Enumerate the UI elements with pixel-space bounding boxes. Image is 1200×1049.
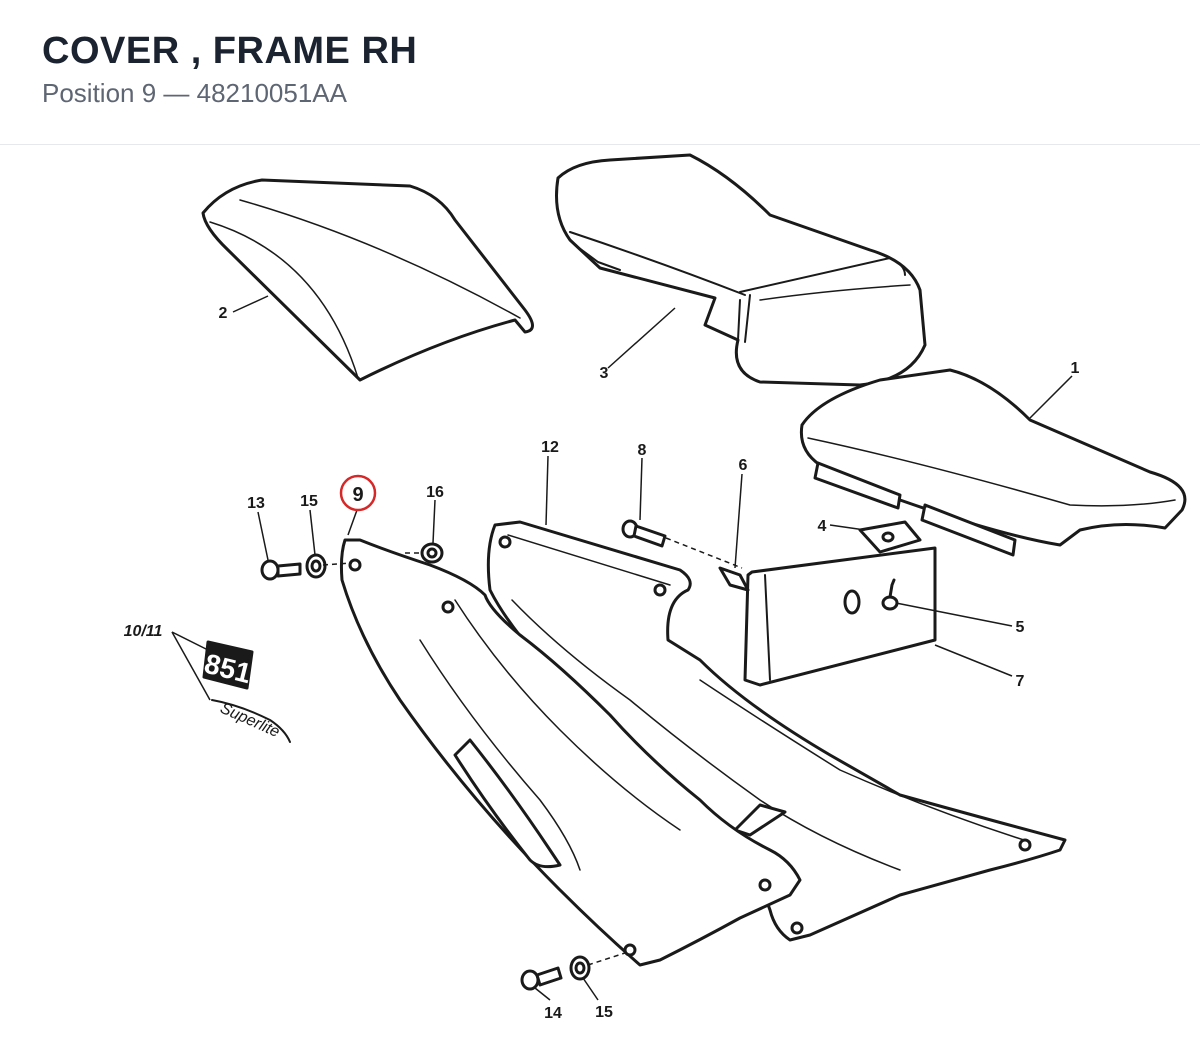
part-15-washer-lower[interactable]	[569, 955, 591, 981]
page-subtitle: Position 9 — 48210051AA	[42, 78, 347, 108]
callout-13: 13	[247, 495, 265, 512]
part-6-nut[interactable]	[718, 566, 750, 592]
callout-12: 12	[541, 439, 559, 456]
callout-14: 14	[544, 1005, 562, 1022]
leader-13	[257, 511, 269, 561]
leader-10-11a	[171, 631, 209, 651]
callout-3: 3	[600, 365, 609, 382]
leader-12	[545, 455, 549, 526]
callout-15-lower: 15	[595, 1004, 613, 1021]
leader-14	[534, 987, 551, 1001]
callout-8: 8	[638, 442, 647, 459]
page-header: COVER , FRAME RH Position 9 — 48210051AA	[0, 0, 1200, 145]
page-title: COVER , FRAME RH	[42, 30, 418, 72]
part-16-spacer[interactable]	[420, 542, 444, 564]
callout-15-upper: 15	[300, 493, 318, 510]
callout-9: 9	[352, 484, 363, 506]
axis-line-center	[665, 537, 743, 569]
leader-3	[607, 307, 676, 369]
axis-line-bottom	[587, 951, 629, 966]
decal-script: Superlite	[217, 700, 282, 741]
leader-2	[232, 295, 269, 313]
callout-1: 1	[1071, 360, 1080, 377]
callout-16: 16	[426, 484, 444, 501]
leader-16	[432, 499, 436, 544]
part-5-screw[interactable]	[881, 578, 899, 611]
part-14-bolt[interactable]	[520, 966, 563, 991]
callout-6: 6	[739, 457, 748, 474]
part-9-frame-cover-rh[interactable]	[339, 538, 802, 967]
part-10-11-decals[interactable]	[202, 640, 291, 743]
leader-8	[639, 457, 643, 521]
leader-1	[1029, 375, 1073, 419]
part-7-bracket[interactable]	[743, 546, 937, 687]
axis-line-left	[322, 562, 353, 566]
part-1-seat[interactable]	[799, 368, 1187, 557]
callout-5: 5	[1016, 619, 1025, 636]
leader-10-11b	[171, 631, 211, 701]
leader-5	[895, 602, 1013, 627]
callout-7: 7	[1016, 673, 1025, 690]
part-3-rear-seat[interactable]	[555, 153, 927, 387]
part-13-bolt[interactable]	[260, 559, 302, 581]
part-12-inner-cover[interactable]	[486, 520, 1067, 942]
part-8-bolt[interactable]	[621, 519, 667, 548]
callout-9-highlight[interactable]: 9	[339, 474, 377, 512]
leader-15-lower	[582, 977, 599, 1001]
part-15-washer-upper[interactable]	[305, 553, 327, 579]
callout-4: 4	[818, 518, 827, 535]
leader-6	[734, 473, 743, 569]
part-2-cover[interactable]	[201, 178, 534, 382]
exploded-parts-diagram: 851 Superlite 2 3 1 12 8 6 4 5 7 13 15 1…	[0, 145, 1200, 1044]
leader-9	[347, 509, 358, 536]
callout-10-11: 10/11	[124, 623, 163, 640]
leader-4	[829, 524, 866, 531]
leader-15-upper	[309, 509, 316, 556]
leader-7	[934, 644, 1013, 677]
callout-2: 2	[219, 305, 228, 322]
